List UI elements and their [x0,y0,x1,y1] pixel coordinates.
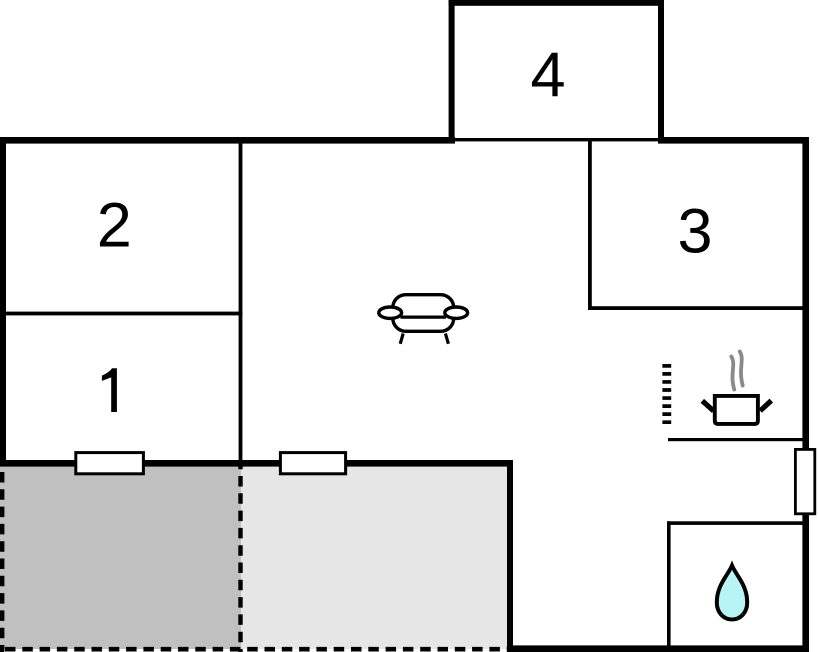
svg-text:2: 2 [97,190,132,260]
svg-text:3: 3 [677,197,712,267]
svg-text:4: 4 [530,40,565,110]
